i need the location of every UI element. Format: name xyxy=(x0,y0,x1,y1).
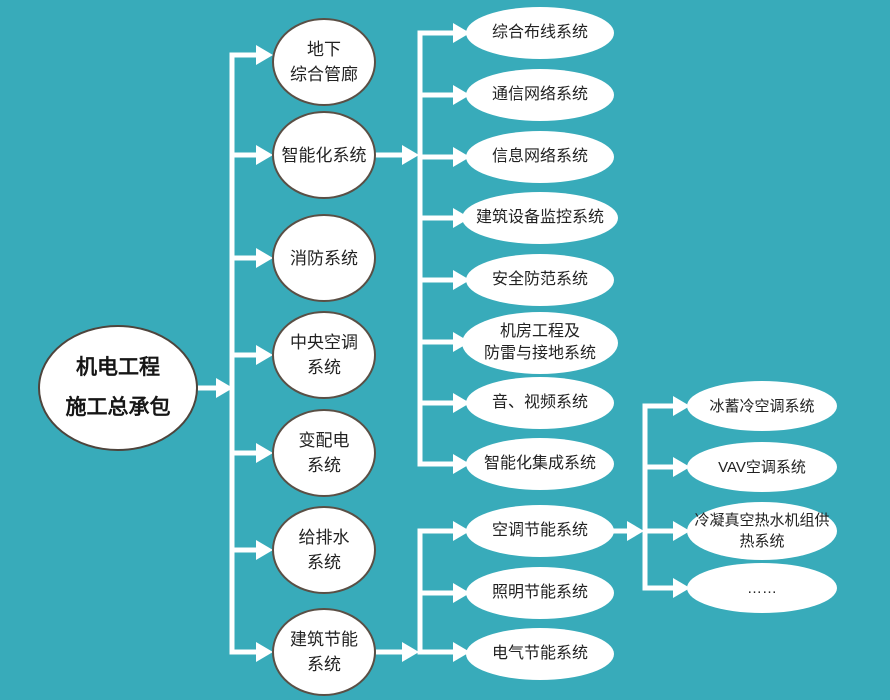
arrowhead xyxy=(453,147,470,167)
node-label: 建筑设备监控系统 xyxy=(475,209,604,226)
node-building-equipment-monitoring-system: 建筑设备监控系统 xyxy=(462,192,618,244)
node-intelligent-integration-system: 智能化集成系统 xyxy=(466,438,614,490)
arrowhead xyxy=(256,345,273,365)
node-label: 冷凝真空热水机组供 热系统 xyxy=(694,512,830,550)
arrowhead xyxy=(256,540,273,560)
node-power-distribution-system: 变配电 系统 xyxy=(272,409,376,497)
connector-lines xyxy=(198,30,676,655)
node-communication-network-system: 通信网络系统 xyxy=(466,69,614,121)
arrowhead xyxy=(453,393,470,413)
node-cabling-system: 综合布线系统 xyxy=(466,7,614,59)
node-label: 安全防范系统 xyxy=(491,271,588,288)
arrowhead xyxy=(256,45,273,65)
arrowhead xyxy=(453,23,470,43)
arrowhead xyxy=(453,521,470,541)
arrowhead xyxy=(402,642,419,662)
arrowhead xyxy=(256,443,273,463)
node-label: 建筑节能 系统 xyxy=(290,630,358,674)
node-label: 机房工程及 防雷与接地系统 xyxy=(483,323,596,362)
node-ice-storage-ac-system: 冰蓄冷空调系统 xyxy=(687,381,837,431)
node-water-supply-drainage-system: 给排水 系统 xyxy=(272,506,376,594)
node-mep-general-contracting: 机电工程 施工总承包 xyxy=(38,325,198,451)
node-label: 照明节能系统 xyxy=(491,584,588,601)
arrowhead xyxy=(453,332,470,352)
node-fire-protection-system: 消防系统 xyxy=(272,214,376,302)
node-building-energy-saving-system: 建筑节能 系统 xyxy=(272,608,376,696)
arrowhead xyxy=(216,378,233,398)
connector-hvac-trunk xyxy=(642,403,676,591)
arrowhead xyxy=(256,642,273,662)
node-label: …… xyxy=(747,579,777,597)
node-label: VAV空调系统 xyxy=(718,458,806,476)
node-label: 地下 综合管廊 xyxy=(290,40,358,84)
arrowhead xyxy=(453,208,470,228)
arrowhead xyxy=(453,642,470,662)
node-information-network-system: 信息网络系统 xyxy=(466,131,614,183)
node-vav-ac-system: VAV空调系统 xyxy=(687,442,837,492)
node-lighting-energy-saving-system: 照明节能系统 xyxy=(466,567,614,619)
node-label: 变配电 系统 xyxy=(298,431,350,475)
node-label: 音、视频系统 xyxy=(491,394,588,411)
node-central-ac-system: 中央空调 系统 xyxy=(272,311,376,399)
arrowhead xyxy=(673,457,690,477)
node-label: 智能化系统 xyxy=(281,145,367,165)
node-label: 信息网络系统 xyxy=(491,148,588,165)
arrowhead xyxy=(673,578,690,598)
node-label: 中央空调 系统 xyxy=(290,333,358,377)
arrowhead xyxy=(402,145,419,165)
node-label: 机电工程 施工总承包 xyxy=(65,356,171,419)
connector-intelligent-trunk xyxy=(417,30,455,467)
node-label: 综合布线系统 xyxy=(491,24,588,41)
node-ellipsis: …… xyxy=(687,563,837,613)
node-underground-utility-tunnel: 地下 综合管廊 xyxy=(272,18,376,106)
node-security-system: 安全防范系统 xyxy=(466,254,614,306)
node-label: 通信网络系统 xyxy=(491,86,588,103)
node-intelligent-system: 智能化系统 xyxy=(272,111,376,199)
arrowhead xyxy=(256,248,273,268)
node-label: 消防系统 xyxy=(290,248,358,268)
arrowhead xyxy=(453,454,470,474)
node-condensing-vacuum-hot-water-system: 冷凝真空热水机组供 热系统 xyxy=(687,502,837,560)
arrowhead xyxy=(453,270,470,290)
arrowhead xyxy=(673,396,690,416)
node-label: 电气节能系统 xyxy=(491,645,588,662)
arrowheads xyxy=(216,23,690,662)
node-hvac-energy-saving-system: 空调节能系统 xyxy=(466,505,614,557)
node-label: 智能化集成系统 xyxy=(483,455,596,472)
arrowhead xyxy=(453,583,470,603)
arrowhead xyxy=(673,521,690,541)
node-audio-video-system: 音、视频系统 xyxy=(466,377,614,429)
arrowhead xyxy=(627,521,644,541)
node-electrical-energy-saving-system: 电气节能系统 xyxy=(466,628,614,680)
arrowhead xyxy=(256,145,273,165)
node-machine-room-lightning-grounding-system: 机房工程及 防雷与接地系统 xyxy=(462,312,618,374)
node-label: 给排水 系统 xyxy=(298,528,350,572)
node-label: 空调节能系统 xyxy=(491,522,588,539)
arrowhead xyxy=(453,85,470,105)
node-label: 冰蓄冷空调系统 xyxy=(709,397,815,415)
